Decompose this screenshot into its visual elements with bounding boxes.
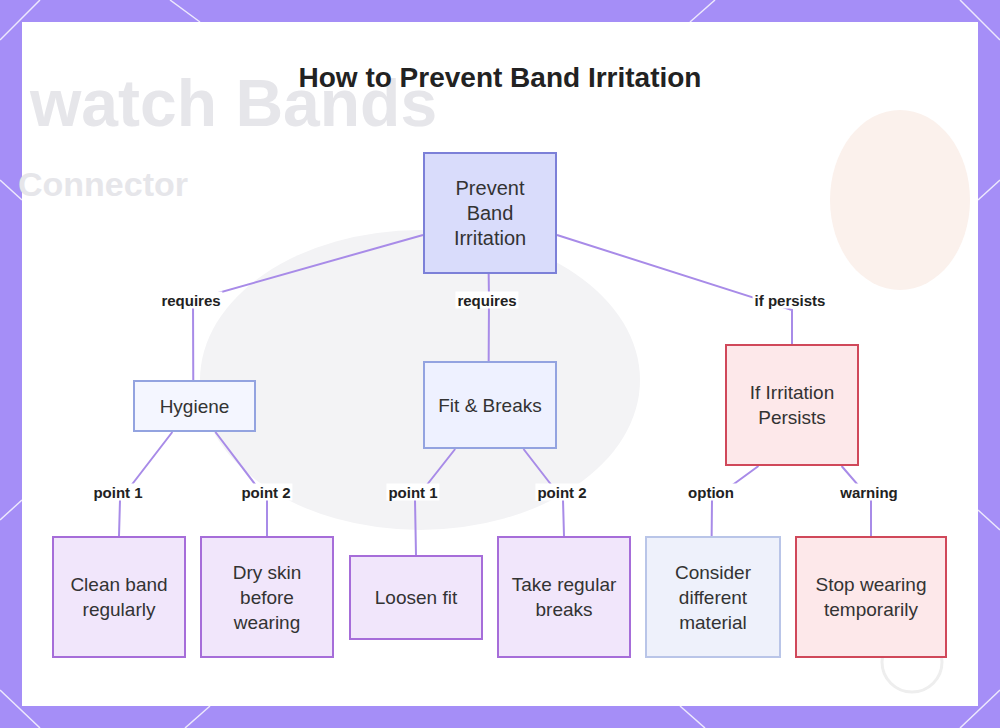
connector-line xyxy=(488,274,490,361)
node-text-group: Loosen fit xyxy=(375,585,457,610)
node-text: Take regular breaks xyxy=(505,572,623,622)
faded-watch xyxy=(200,230,640,530)
edge-label: point 1 xyxy=(386,484,439,501)
node-text-group: Hygiene xyxy=(160,394,230,419)
node-text-group: Dry skin before wearing xyxy=(208,560,326,635)
node-text-group: Stop wearing temporarily xyxy=(803,572,939,622)
node-text: Prevent Band Irritation xyxy=(431,176,549,251)
node-text-group: Fit & Breaks xyxy=(438,393,541,418)
edge-label: point 2 xyxy=(535,484,588,501)
faded-hand xyxy=(830,110,970,290)
connector-line xyxy=(415,449,455,555)
node-text-group: Consider different material xyxy=(653,560,773,635)
edge-label: warning xyxy=(838,484,900,501)
node-text: Dry skin before wearing xyxy=(208,560,326,635)
tip-box: Dry skin before wearing xyxy=(200,536,334,658)
connector-line xyxy=(842,466,871,536)
edge-label: if persists xyxy=(753,292,828,309)
connector-line xyxy=(712,466,759,536)
edge-label: option xyxy=(686,484,736,501)
node-text: Stop wearing temporarily xyxy=(803,572,939,622)
connector-line xyxy=(193,235,423,380)
node-text-group: If Irritation Persists xyxy=(733,380,851,430)
option-box: Consider different material xyxy=(645,536,781,658)
edge-label: point 1 xyxy=(91,484,144,501)
category-box: Hygiene xyxy=(133,380,256,432)
edge-label: point 2 xyxy=(239,484,292,501)
node-text: Loosen fit xyxy=(375,585,457,610)
node-text: Consider different material xyxy=(653,560,773,635)
node-text: Clean band regularly xyxy=(60,572,178,622)
diagram-title: How to Prevent Band Irritation xyxy=(0,62,1000,94)
node-text: Fit & Breaks xyxy=(438,393,541,418)
node-text-group: Take regular breaks xyxy=(505,572,623,622)
node-text: If Irritation Persists xyxy=(733,380,851,430)
root-box: Prevent Band Irritation xyxy=(423,152,557,274)
edge-label: requires xyxy=(159,292,222,309)
category-box: Fit & Breaks xyxy=(423,361,557,449)
tip-box: Take regular breaks xyxy=(497,536,631,658)
connector-line xyxy=(557,235,792,344)
node-text: Hygiene xyxy=(160,394,230,419)
edge-label: requires xyxy=(455,292,518,309)
node-text-group: Prevent Band Irritation xyxy=(431,176,549,251)
tip-box: Clean band regularly xyxy=(52,536,186,658)
warning-box: Stop wearing temporarily xyxy=(795,536,947,658)
tip-box: Loosen fit xyxy=(349,555,483,640)
node-text-group: Clean band regularly xyxy=(60,572,178,622)
background-watermark: Connector xyxy=(18,165,188,204)
warning-box: If Irritation Persists xyxy=(725,344,859,466)
